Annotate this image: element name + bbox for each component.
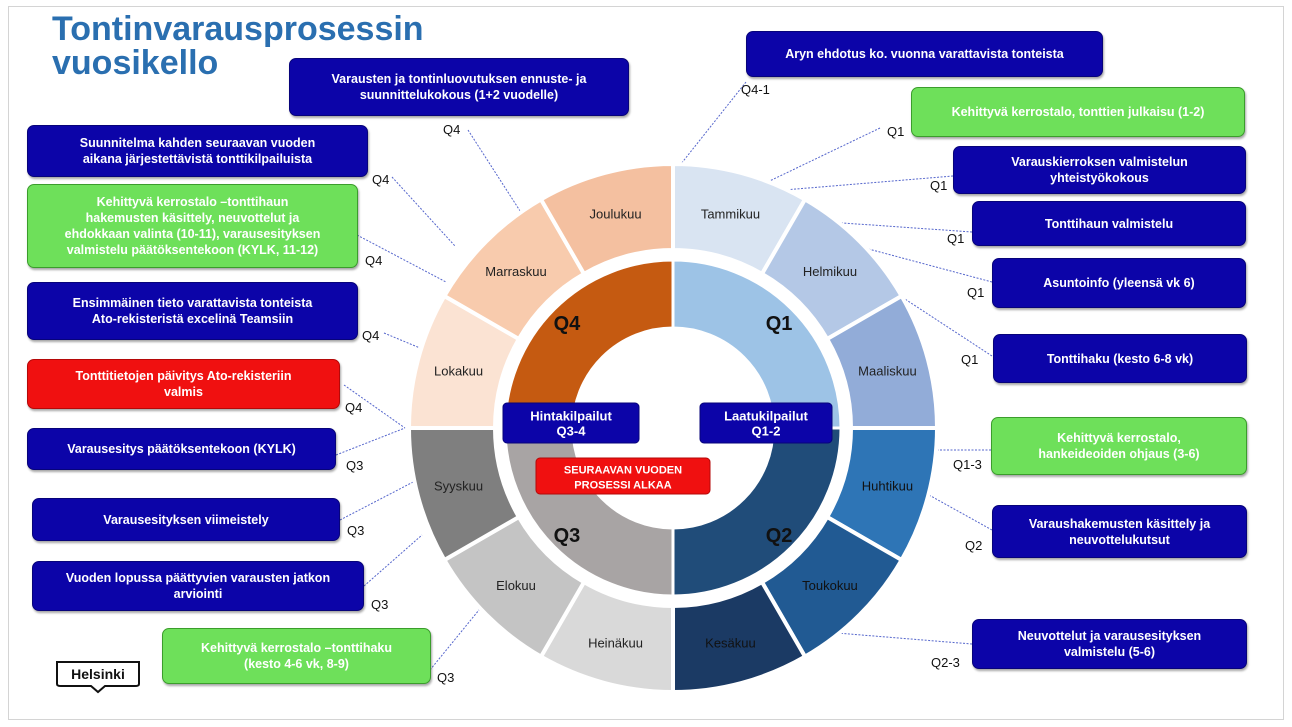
box-plot-search: Tonttihaku (kesto 6-8 vk) <box>993 334 1247 383</box>
month-label: Maaliskuu <box>858 364 917 379</box>
svg-text:PROSESSI ALKAA: PROSESSI ALKAA <box>574 480 671 492</box>
month-segment <box>538 161 675 277</box>
quarter-label: Q4 <box>372 172 390 187</box>
month-label: Lokakuu <box>434 364 483 379</box>
connector-line <box>754 127 881 189</box>
connector-line <box>339 479 418 521</box>
month-label: Syyskuu <box>434 478 483 493</box>
quarter-label: Q3 <box>371 597 389 612</box>
svg-text:SEURAAVAN VUODEN: SEURAAVAN VUODEN <box>564 465 682 477</box>
box-competition-plan: Suunnitelma kahden seuraavan vuoden aika… <box>27 125 368 177</box>
quarter-label: Q4 <box>365 253 383 268</box>
svg-text:Hintakilpailut: Hintakilpailut <box>530 409 612 424</box>
month-label: Huhtikuu <box>862 478 913 493</box>
month-label: Joulukuu <box>590 207 642 222</box>
connector-line <box>356 234 447 283</box>
quarter-label: Q4 <box>362 328 380 343</box>
box-first-info: Ensimmäinen tieto varattavista tonteista… <box>27 282 358 340</box>
svg-text:Laatukilpailut: Laatukilpailut <box>724 409 808 424</box>
quarter-label: Q3 <box>346 458 364 473</box>
box-publication: Kehittyvä kerrostalo, tonttien julkaisu … <box>911 87 1245 137</box>
quarter-label: Q2-3 <box>931 655 960 670</box>
connector-line <box>467 129 523 215</box>
connector-line <box>919 489 993 531</box>
box-asuntoinfo: Asuntoinfo (yleensä vk 6) <box>992 258 1246 308</box>
quarter-label: Q3 <box>554 525 581 547</box>
svg-text:Q1-2: Q1-2 <box>752 424 781 439</box>
box-application-negotiation: Varaushakemusten käsittely ja neuvottelu… <box>992 505 1247 558</box>
quarter-label: Q1-3 <box>953 457 982 472</box>
quarter-label: Q4 <box>443 122 461 137</box>
next-year-badge: SEURAAVAN VUODEN PROSESSI ALKAA <box>535 457 711 495</box>
box-application-handling: Kehittyvä kerrostalo –tonttihaun hakemus… <box>27 184 358 268</box>
connector-line <box>343 384 406 429</box>
connector-line <box>335 427 406 456</box>
box-proposal-decision: Varausesitys päätöksentekoon (KYLK) <box>27 428 336 470</box>
connector-line <box>383 332 421 349</box>
quarter-label: Q4-1 <box>741 82 770 97</box>
logo-text: Helsinki <box>71 666 125 682</box>
box-ary-proposal: Aryn ehdotus ko. vuonna varattavista ton… <box>746 31 1103 77</box>
connector-line <box>672 81 747 175</box>
quarter-label: Q2 <box>965 538 983 553</box>
month-label: Kesäkuu <box>705 635 756 650</box>
title-line-2: vuosikello <box>52 44 219 82</box>
quarter-label: Q2 <box>766 525 793 547</box>
quarter-label: Q3 <box>347 523 365 538</box>
quarter-label: Q1 <box>947 231 965 246</box>
box-plot-search-q3: Kehittyvä kerrostalo –tonttihaku (kesto … <box>162 628 431 684</box>
month-label: Elokuu <box>496 578 536 593</box>
quarter-label: Q4 <box>554 313 582 335</box>
connector-line <box>759 175 954 193</box>
quarter-label: Q3 <box>437 670 455 685</box>
box-cooperation-meeting: Varauskierroksen valmistelun yhteistyöko… <box>953 146 1246 194</box>
box-forecast-meeting: Varausten ja tontinluovutuksen ennuste- … <box>289 58 629 116</box>
svg-text:Q3-4: Q3-4 <box>557 424 587 439</box>
quarter-label: Q1 <box>766 313 793 335</box>
quarter-label: Q1 <box>967 285 985 300</box>
quarter-label: Q1 <box>887 124 905 139</box>
box-ato-update: Tonttitietojen päivitys Ato-rekisteriin … <box>27 359 340 409</box>
box-proposal-finalize: Varausesityksen viimeistely <box>32 498 340 541</box>
page-title: Tontinvarausprosessin vuosikello <box>52 12 424 80</box>
quarter-label: Q4 <box>345 400 363 415</box>
month-label: Marraskuu <box>485 264 546 279</box>
month-label: Helmikuu <box>803 264 857 279</box>
title-line-1: Tontinvarausprosessin <box>52 10 424 48</box>
helsinki-logo: Helsinki <box>56 661 140 694</box>
box-project-guidance: Kehittyvä kerrostalo, hankeideoiden ohja… <box>991 417 1247 475</box>
quarter-label: Q1 <box>930 178 948 193</box>
month-label: Heinäkuu <box>588 635 643 650</box>
month-label: Tammikuu <box>701 207 760 222</box>
box-search-preparation: Tonttihaun valmistelu <box>972 201 1246 246</box>
connector-line <box>391 176 456 247</box>
connector-line <box>363 534 423 587</box>
connector-lines <box>335 81 993 671</box>
quarter-label: Q1 <box>961 352 979 367</box>
month-label: Toukokuu <box>802 578 858 593</box>
box-reservation-continuation: Vuoden lopussa päättyvien varausten jatk… <box>32 561 364 611</box>
box-negotiations: Neuvottelut ja varausesityksen valmistel… <box>972 619 1247 669</box>
